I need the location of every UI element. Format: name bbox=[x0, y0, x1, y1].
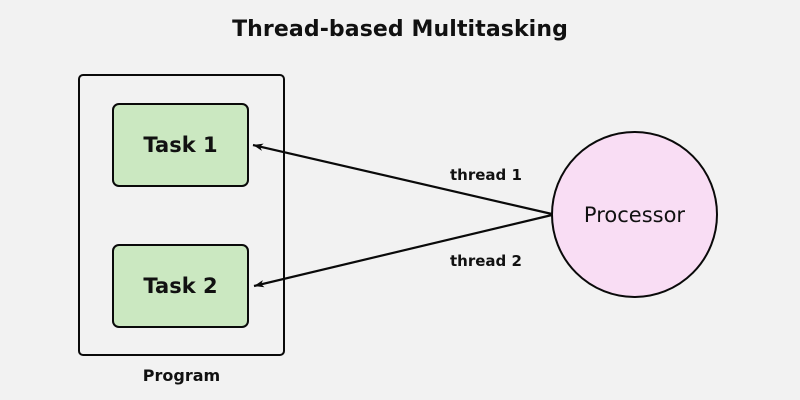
processor-label: Processor bbox=[583, 202, 686, 227]
page-title: Thread-based Multitasking bbox=[232, 17, 568, 42]
task-1-label: Task 1 bbox=[143, 133, 218, 157]
task-2-box: Task 2 bbox=[112, 244, 249, 328]
task-1-box: Task 1 bbox=[112, 103, 249, 187]
thread-1-label: thread 1 bbox=[450, 166, 522, 184]
task-2-label: Task 2 bbox=[143, 274, 218, 298]
thread-2-label: thread 2 bbox=[450, 252, 522, 270]
thread-2-arrow bbox=[253, 213, 553, 288]
program-label: Program bbox=[142, 366, 221, 385]
processor-circle: Processor bbox=[551, 131, 718, 298]
